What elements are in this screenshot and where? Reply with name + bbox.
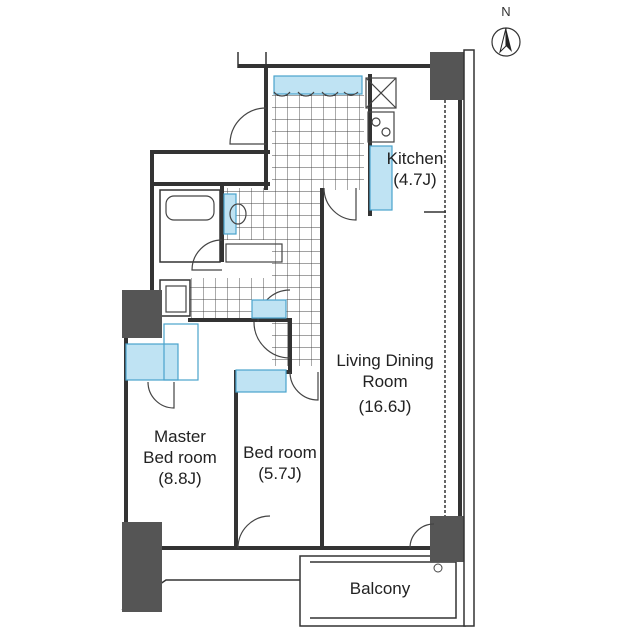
room-label-bedroom: Bed room (5.7J) [236,442,324,484]
appliances [165,77,397,313]
columns [122,49,475,627]
balcony-name: Balcony [349,579,411,598]
north-label: N [501,4,511,19]
fixtures [125,75,393,393]
living-name-line1: Living Dining [336,351,434,370]
room-label-living: Living Dining Room (16.6J) [322,350,448,417]
room-label-master-bedroom: Master Bed room (8.8J) [128,426,232,489]
living-name-line2: Room [362,372,408,391]
kitchen-area: (4.7J) [393,170,437,189]
room-label-balcony: Balcony [330,578,430,599]
north-compass: N [488,4,528,62]
tiled-floor [190,92,364,366]
kitchen-name: Kitchen [386,149,444,168]
master-area: (8.8J) [158,469,202,488]
master-name-line2: Bed room [143,448,217,467]
master-name-line1: Master [154,427,206,446]
room-label-kitchen: Kitchen (4.7J) [380,148,450,190]
compass-arrow-icon [491,27,521,57]
bedroom-area: (5.7J) [258,464,302,483]
bedroom-name: Bed room [243,443,317,462]
living-area: (16.6J) [358,397,412,416]
balcony-drain [433,563,443,573]
